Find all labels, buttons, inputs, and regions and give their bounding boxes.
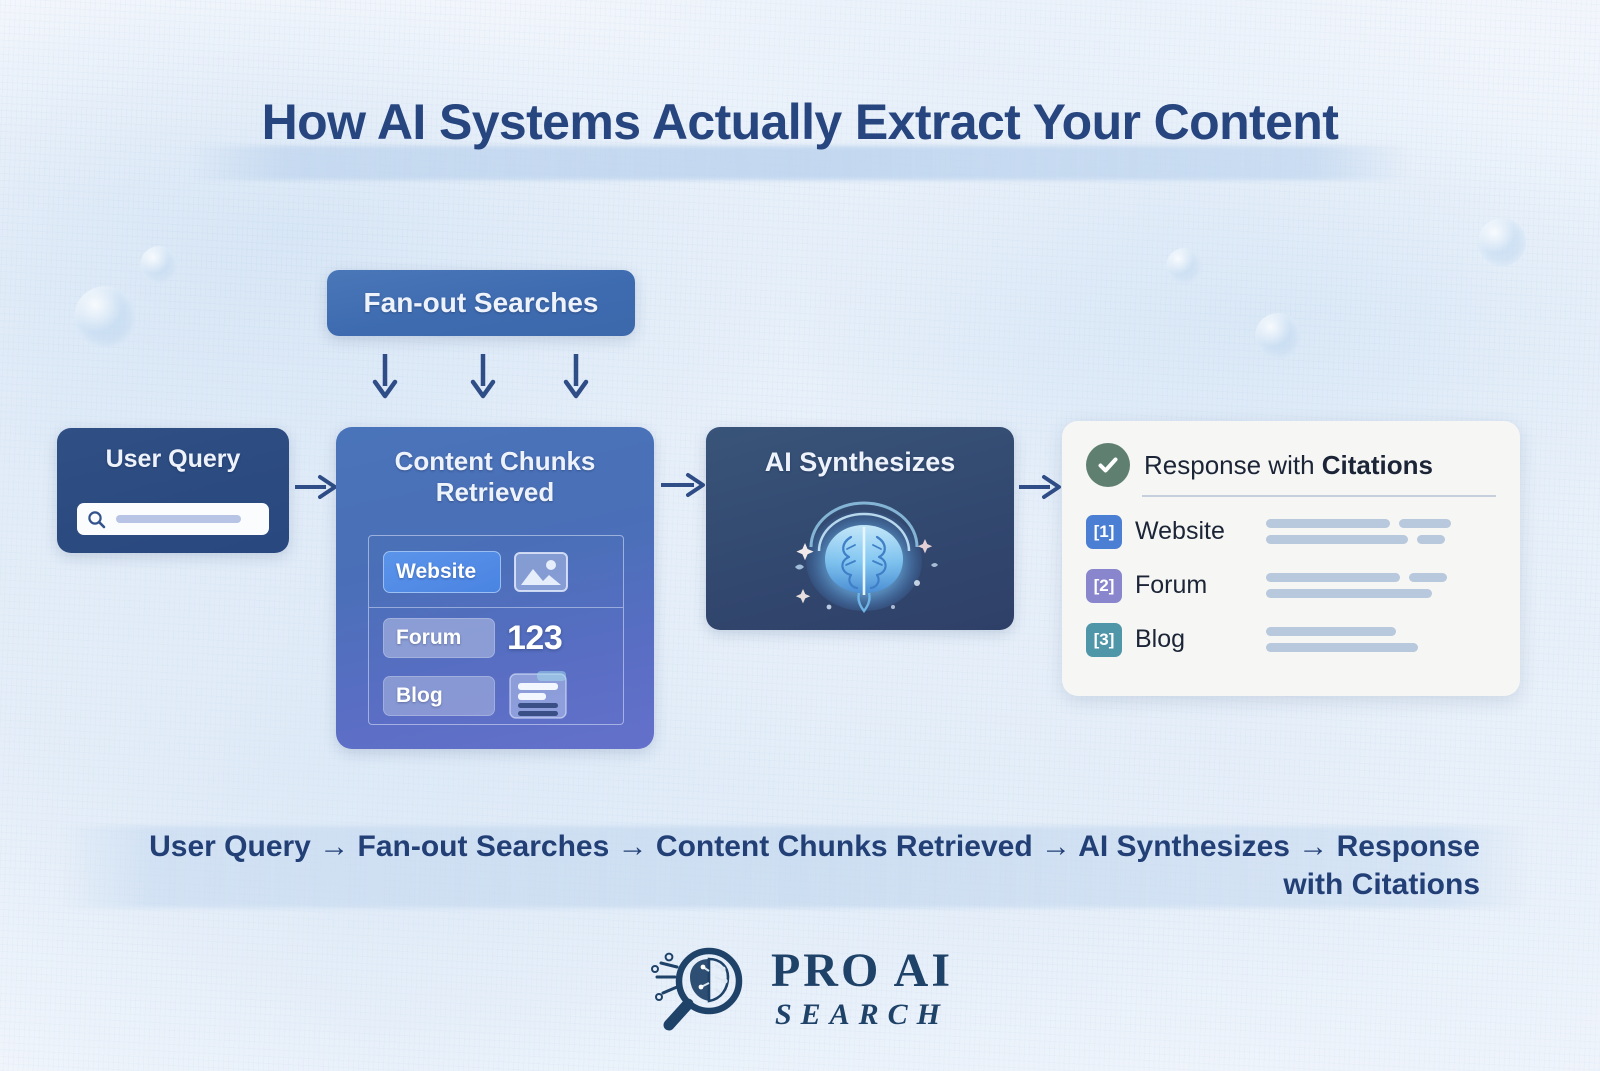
node-ai-synthesizes[interactable]: AI Synthesizes — [706, 427, 1014, 630]
document-icon — [509, 671, 567, 719]
chunk-count-value: 123 — [507, 618, 563, 657]
brand-logo-line2: SEARCH — [774, 997, 950, 1031]
node-content-chunks-label: Content Chunks Retrieved — [394, 446, 596, 507]
search-input[interactable] — [77, 503, 269, 535]
caption-highlight-band — [62, 826, 1530, 908]
search-input-placeholder-bar — [116, 515, 241, 523]
fanout-arrow-3 — [563, 354, 589, 399]
response-header: Response with Citations — [1062, 421, 1520, 487]
citation-label-2: Forum — [1135, 571, 1208, 599]
node-user-query[interactable]: User Query — [57, 428, 289, 553]
chunk-panel: Website Forum 123 Blog — [368, 535, 624, 725]
decorative-bubble — [1166, 248, 1202, 284]
citation-row[interactable]: [3] Blog — [1062, 613, 1520, 667]
chunk-pill-website[interactable]: Website — [383, 550, 501, 593]
node-fanout-searches[interactable]: Fan-out Searches — [327, 270, 635, 336]
citation-placeholder-lines — [1266, 519, 1496, 544]
title-highlight-band — [190, 146, 1410, 180]
fanout-arrow-2 — [470, 354, 496, 399]
arrow-query-to-chunks — [295, 475, 337, 499]
arrow-synth-to-response — [1019, 475, 1061, 499]
flow-caption: User Query → Fan-out Searches → Content … — [149, 830, 1480, 902]
chunk-row[interactable]: Blog — [369, 668, 623, 724]
decorative-bubble — [1255, 313, 1301, 359]
brand-logo-line1: PRO AI — [770, 943, 953, 997]
brain-magnifier-icon — [650, 947, 743, 1031]
node-response-panel[interactable]: Response with Citations [1] Website [2] … — [1062, 421, 1520, 696]
arrow-chunks-to-synth — [661, 473, 705, 497]
citation-label-3: Blog — [1135, 625, 1186, 653]
node-fanout-label: Fan-out Searches — [363, 287, 599, 318]
citation-badge-3[interactable]: [3] — [1086, 622, 1122, 657]
check-circle-icon — [1086, 443, 1130, 487]
citation-placeholder-lines — [1266, 627, 1496, 652]
brain-icon — [795, 501, 938, 614]
citation-placeholder-lines — [1266, 573, 1496, 598]
citation-badge-2[interactable]: [2] — [1086, 568, 1122, 603]
image-icon — [514, 551, 568, 592]
chunk-pill-blog[interactable]: Blog — [383, 676, 495, 716]
brand-logo-text: PRO AI SEARCH — [770, 943, 953, 1036]
decorative-bubble — [1478, 218, 1526, 266]
node-user-query-label: User Query — [105, 445, 241, 473]
citation-badge-1[interactable]: [1] — [1086, 514, 1122, 549]
fanout-arrow-1 — [372, 354, 398, 399]
brand-logo: PRO AI SEARCH — [0, 939, 1600, 1043]
decorative-bubble — [74, 286, 136, 348]
chunk-pill-forum[interactable]: Forum — [383, 618, 495, 658]
response-title-bold: Citations — [1321, 449, 1433, 480]
node-content-chunks[interactable]: Content Chunks Retrieved Website Forum 1… — [336, 427, 654, 749]
node-ai-synthesizes-label: AI Synthesizes — [764, 447, 956, 477]
citation-row[interactable]: [2] Forum — [1062, 559, 1520, 613]
page-title: How AI Systems Actually Extract Your Con… — [261, 94, 1339, 150]
response-title: Response with Citations — [1144, 450, 1433, 481]
chunk-row[interactable]: Forum 123 — [369, 608, 623, 668]
response-divider — [1142, 495, 1496, 497]
search-icon — [88, 510, 106, 528]
chunk-row[interactable]: Website — [369, 536, 623, 608]
decorative-bubble — [140, 246, 178, 284]
citation-row[interactable]: [1] Website — [1062, 505, 1520, 559]
citation-label-1: Website — [1135, 517, 1225, 545]
response-title-normal: Response with — [1144, 449, 1322, 480]
